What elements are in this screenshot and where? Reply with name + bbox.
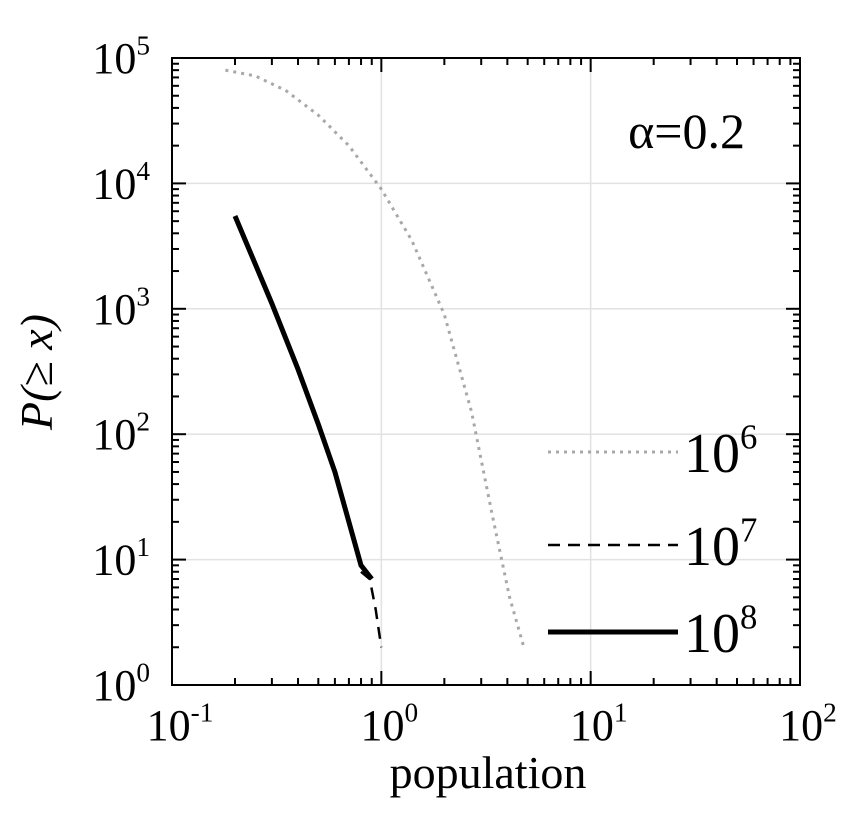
legend: 106 107 108: [548, 417, 757, 665]
tick-marks: [171, 58, 800, 686]
legend-label: 107: [684, 510, 757, 578]
series-line-10-8: [232, 215, 374, 581]
series-line-10-7: [360, 570, 383, 648]
y-tick-label: 105: [92, 31, 150, 83]
y-tick-label: 100: [92, 658, 150, 710]
plot-frame: [171, 57, 801, 686]
x-tick-label: 10-1: [147, 698, 214, 750]
grid-lines: [172, 58, 800, 685]
x-tick-label: 100: [361, 698, 419, 750]
legend-label: 108: [684, 597, 757, 665]
legend-label: 106: [684, 417, 757, 485]
y-tick-label: 103: [92, 281, 150, 333]
x-tick-label: 101: [570, 698, 628, 750]
series-line-10-6: [225, 68, 526, 648]
x-tick-labels: 10-1 100 101 102: [147, 698, 837, 750]
y-tick-label: 102: [92, 407, 150, 459]
x-tick-label: 102: [779, 698, 837, 750]
y-axis-label: P(≥ x): [11, 314, 62, 431]
y-tick-labels: 100 101 102 103 104 105: [92, 31, 150, 710]
x-axis-label: population: [390, 747, 587, 798]
y-tick-label: 104: [92, 156, 150, 208]
series-layer: [225, 68, 526, 648]
alpha-annotation: α=0.2: [628, 103, 745, 159]
y-tick-label: 101: [92, 532, 150, 584]
